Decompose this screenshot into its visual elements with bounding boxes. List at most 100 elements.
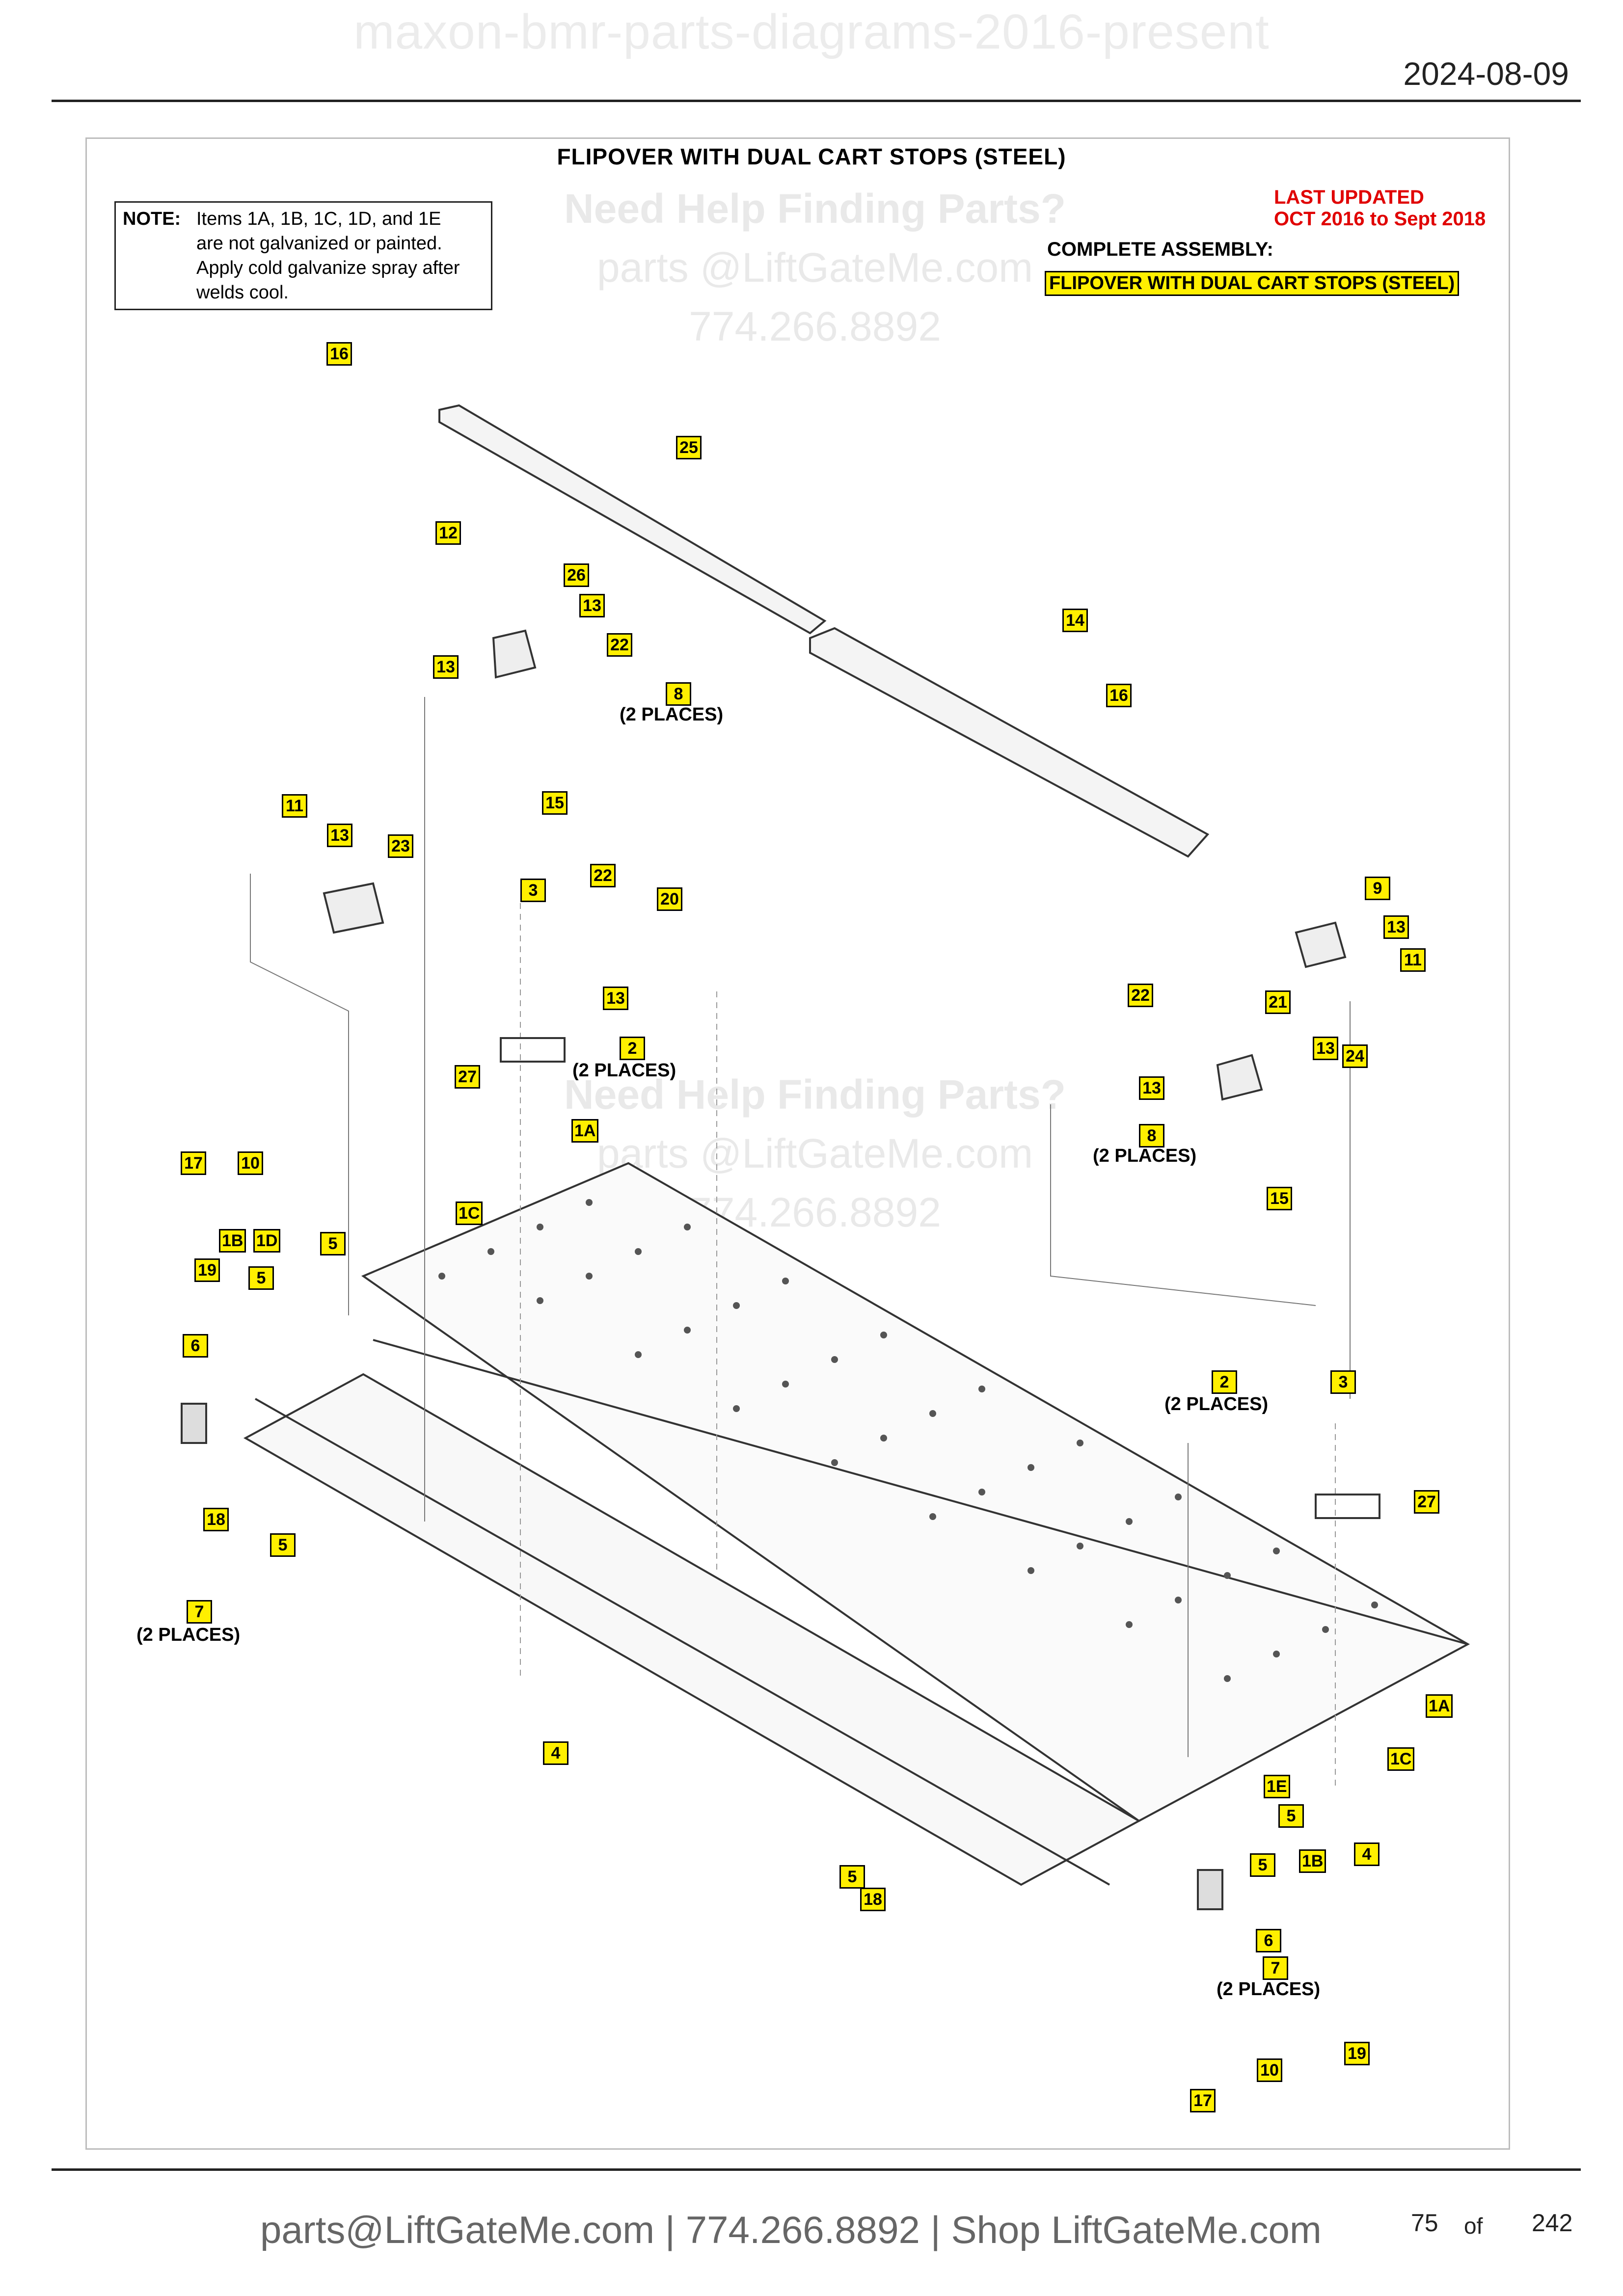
header-watermark: maxon-bmr-parts-diagrams-2016-present — [353, 4, 1270, 59]
note-line: welds cool. — [196, 282, 289, 303]
note-line: Items 1A, 1B, 1C, 1D, and 1E — [196, 209, 441, 229]
callout-5: 5 — [1250, 1853, 1275, 1877]
header-rule — [52, 100, 1581, 102]
diagram-frame — [85, 137, 1510, 2150]
hinge-plate-21 — [1216, 1054, 1263, 1101]
callout-19: 19 — [1344, 2042, 1370, 2065]
page-of: of — [1464, 2213, 1483, 2239]
plate-23 — [323, 882, 384, 934]
places-note: (2 PLACES) — [620, 704, 724, 725]
bracket-27-left — [500, 1037, 566, 1063]
hinge-plate-26 — [492, 629, 537, 679]
help-heading: Need Help Finding Parts? — [564, 186, 1066, 232]
callout-7: 7 — [1263, 1956, 1288, 1980]
callout-13: 13 — [579, 594, 605, 617]
callout-1a: 1A — [571, 1119, 599, 1143]
callout-1b: 1B — [219, 1229, 246, 1253]
document-date: 2024-08-09 — [1403, 55, 1569, 92]
callout-13: 13 — [1139, 1076, 1164, 1100]
help-phone: 774.266.8892 — [689, 303, 941, 349]
places-note: (2 PLACES) — [1217, 1979, 1321, 2000]
callout-25: 25 — [676, 436, 702, 459]
callout-1a: 1A — [1426, 1694, 1453, 1718]
callout-11: 11 — [282, 794, 307, 818]
callout-8: 8 — [1139, 1124, 1164, 1148]
callout-12: 12 — [435, 521, 461, 545]
diagram-title: FLIPOVER WITH DUAL CART STOPS (STEEL) — [557, 144, 1066, 169]
callout-1c: 1C — [456, 1201, 483, 1225]
callout-1b: 1B — [1299, 1849, 1326, 1873]
callout-7: 7 — [187, 1600, 212, 1624]
callout-20: 20 — [657, 887, 682, 911]
places-note: (2 PLACES) — [136, 1625, 241, 1645]
callout-5: 5 — [1278, 1804, 1304, 1828]
help-heading: Need Help Finding Parts? — [564, 1071, 1066, 1118]
callout-13: 13 — [1313, 1037, 1338, 1060]
help-email: parts @LiftGateMe.com — [596, 244, 1033, 291]
callout-19: 19 — [194, 1258, 220, 1282]
help-watermark-top: Need Help Finding Parts? parts @LiftGate… — [471, 179, 1159, 356]
note-box: NOTE: Items 1A, 1B, 1C, 1D, and 1E are n… — [114, 201, 492, 310]
ramp-section — [243, 1373, 1141, 1886]
callout-5: 5 — [248, 1266, 274, 1290]
callout-22: 22 — [1128, 984, 1153, 1007]
note-line: are not galvanized or painted. — [196, 233, 442, 254]
bar-25 — [438, 404, 827, 635]
callout-3: 3 — [1330, 1370, 1356, 1394]
callout-27: 27 — [1414, 1490, 1439, 1514]
callout-24: 24 — [1342, 1044, 1368, 1068]
footer-contact: parts@LiftGateMe.com | 774.266.8892 | Sh… — [260, 2208, 1322, 2251]
places-note: (2 PLACES) — [1093, 1146, 1197, 1166]
help-email: parts @LiftGateMe.com — [596, 1130, 1033, 1176]
callout-13: 13 — [433, 655, 459, 679]
callout-15: 15 — [1267, 1187, 1292, 1210]
callout-4: 4 — [543, 1741, 568, 1765]
callout-2: 2 — [620, 1037, 645, 1060]
plate-9 — [1295, 921, 1347, 968]
complete-assembly-name: FLIPOVER WITH DUAL CART STOPS (STEEL) — [1045, 271, 1460, 296]
rail-front — [255, 1398, 1110, 1886]
callout-11: 11 — [1400, 948, 1426, 972]
complete-assembly-label: COMPLETE ASSEMBLY: — [1047, 239, 1273, 260]
callout-5: 5 — [839, 1865, 865, 1889]
callout-15: 15 — [542, 791, 568, 815]
last-updated-label: LAST UPDATED — [1274, 187, 1424, 208]
callout-13: 13 — [327, 824, 352, 847]
callout-26: 26 — [564, 563, 589, 587]
note-line: Apply cold galvanize spray after — [196, 258, 460, 278]
callout-18: 18 — [860, 1888, 886, 1911]
places-note: (2 PLACES) — [1164, 1394, 1269, 1415]
help-watermark-middle: Need Help Finding Parts? parts @LiftGate… — [471, 1065, 1159, 1242]
callout-6: 6 — [1256, 1929, 1281, 1952]
callout-23: 23 — [388, 834, 413, 858]
cart-stop-right — [1197, 1869, 1223, 1910]
callout-1c: 1C — [1387, 1747, 1415, 1771]
callout-14: 14 — [1062, 609, 1088, 632]
last-updated-range: OCT 2016 to Sept 2018 — [1274, 208, 1486, 230]
callout-6: 6 — [183, 1334, 208, 1358]
callout-10: 10 — [1257, 2058, 1282, 2082]
callout-1d: 1D — [253, 1229, 281, 1253]
callout-9: 9 — [1365, 877, 1390, 900]
callout-16: 16 — [326, 342, 352, 366]
callout-21: 21 — [1265, 990, 1291, 1014]
note-label: NOTE: — [123, 209, 181, 229]
callout-22: 22 — [590, 864, 616, 887]
cart-stop-left — [181, 1403, 207, 1444]
callout-17: 17 — [181, 1151, 206, 1175]
footer-rule — [52, 2168, 1581, 2171]
callout-5: 5 — [320, 1232, 346, 1255]
bar-14 — [809, 627, 1210, 858]
places-note: (2 PLACES) — [572, 1060, 676, 1081]
deck-slot-pattern — [438, 1199, 1378, 1682]
page-number: 75 — [1411, 2209, 1438, 2237]
last-updated: LAST UPDATED OCT 2016 to Sept 2018 — [1274, 187, 1486, 230]
callout-2: 2 — [1212, 1370, 1237, 1394]
callout-1e: 1E — [1264, 1775, 1290, 1798]
callout-10: 10 — [238, 1151, 263, 1175]
callout-4: 4 — [1354, 1842, 1380, 1866]
callout-16: 16 — [1106, 684, 1132, 707]
bracket-27-right — [1315, 1494, 1380, 1519]
callout-13: 13 — [1383, 915, 1409, 939]
